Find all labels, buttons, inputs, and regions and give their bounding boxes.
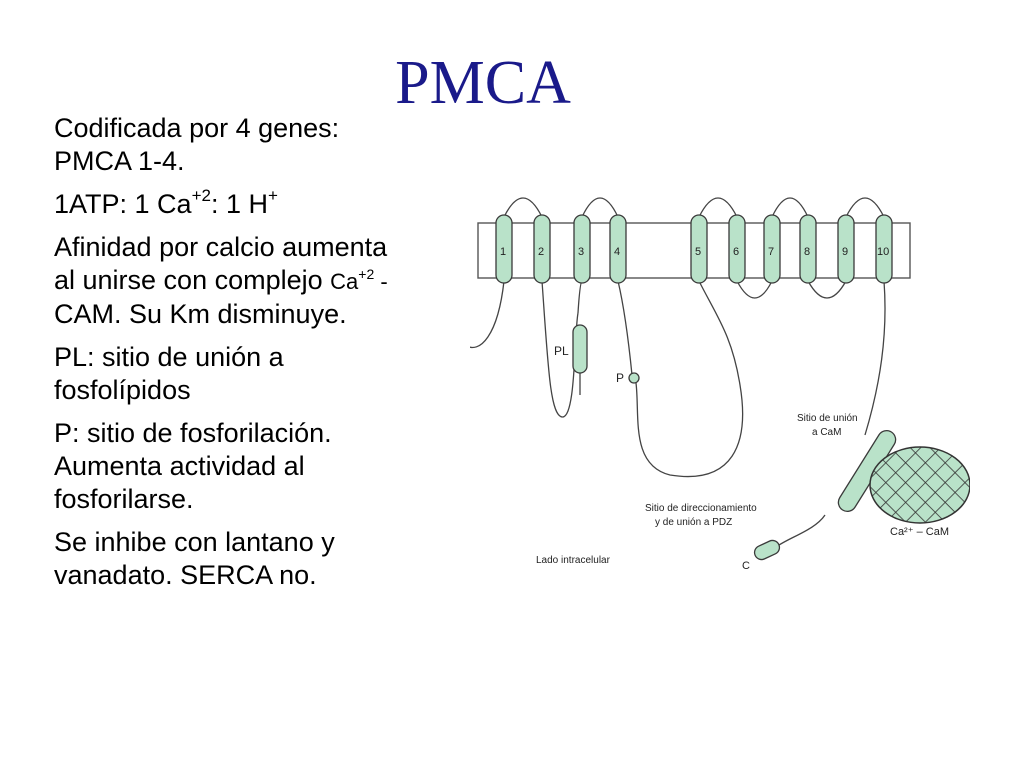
stoich-sup-h: + [267, 186, 278, 205]
tm-segment-2 [533, 214, 551, 284]
c-terminus-label: C [742, 560, 750, 572]
tm-segment-10 [875, 214, 893, 284]
extracellular-loops [503, 197, 885, 218]
pdz-label-2: y de unión a PDZ [655, 517, 732, 528]
ca-sup: +2 [358, 265, 375, 282]
inhibition-line-2: vanadato. SERCA no. [54, 560, 317, 590]
stoich-prefix: 1ATP: 1 Ca [54, 189, 192, 219]
ca-cam-complex [869, 446, 970, 524]
tm-segment-1 [495, 214, 513, 284]
cam-site-label-1: Sitio de unión [797, 413, 858, 424]
tm-segment-4 [609, 214, 627, 284]
tm-segment-5 [690, 214, 708, 284]
tm-label-2: 2 [538, 246, 544, 258]
affinity-line-2: al unirse con complejo Ca+2 - [54, 264, 494, 298]
pl-line-2: fosfolípidos [54, 375, 191, 405]
phosphorylation-site [628, 372, 640, 384]
pl-line-1: PL: sitio de unión a [54, 342, 284, 372]
text-block: Codificada por 4 genes: PMCA 1-4. 1ATP: … [54, 112, 494, 602]
segment-labels: 1 2 3 4 5 6 7 8 9 10 [500, 246, 889, 258]
genes-line-2: PMCA 1-4. [54, 146, 185, 176]
tm-label-6: 6 [733, 246, 739, 258]
tm-label-1: 1 [500, 246, 506, 258]
p-line-1: P: sitio de fosforilación. [54, 418, 332, 448]
ca-cam-label: Ca²⁺ – CaM [890, 526, 949, 538]
paragraph-affinity: Afinidad por calcio aumenta al unirse co… [54, 231, 494, 331]
tm-label-3: 3 [578, 246, 584, 258]
ca-complex-label: Ca+2 - [330, 265, 388, 294]
pmca-diagram-svg: PL P 1 2 3 4 5 6 7 8 9 10 [470, 197, 970, 572]
stoich-sup-ca: +2 [191, 186, 211, 205]
tm-segment-7 [763, 214, 781, 284]
ca-tail: - [374, 269, 388, 294]
pdz-label-1: Sitio de direccionamiento [645, 503, 757, 514]
affinity-line-3: CAM. Su Km disminuye. [54, 299, 347, 329]
ca-text: Ca [330, 269, 359, 294]
p-label: P [616, 371, 624, 385]
pl-helix [572, 324, 588, 374]
transmembrane-segments [495, 214, 893, 284]
stoichiometry-line: 1ATP: 1 Ca+2: 1 H+ [54, 186, 494, 221]
tm-label-8: 8 [804, 246, 810, 258]
tm-label-9: 9 [842, 246, 848, 258]
tm-segment-9 [837, 214, 855, 284]
p-line-3: fosforilarse. [54, 484, 194, 514]
paragraph-inhibition: Se inhibe con lantano y vanadato. SERCA … [54, 526, 494, 592]
p-line-2: Aumenta actividad al [54, 451, 305, 481]
tm-segment-3 [573, 214, 591, 284]
tm-segment-6 [728, 214, 746, 284]
genes-line-1: Codificada por 4 genes: [54, 113, 340, 143]
affinity-line-1: Afinidad por calcio aumenta [54, 232, 388, 262]
slide-title: PMCA [395, 49, 571, 117]
intracellular-label: Lado intracelular [536, 555, 611, 566]
cam-site-label-2: a CaM [812, 427, 841, 438]
tm-label-10: 10 [877, 246, 889, 258]
paragraph-genes: Codificada por 4 genes: PMCA 1-4. [54, 112, 494, 178]
paragraph-p: P: sitio de fosforilación. Aumenta activ… [54, 417, 494, 516]
paragraph-pl: PL: sitio de unión a fosfolípidos [54, 341, 494, 407]
pmca-topology-diagram: PL P 1 2 3 4 5 6 7 8 9 10 [470, 185, 970, 585]
paragraph-stoichiometry: 1ATP: 1 Ca+2: 1 H+ [54, 186, 494, 221]
tm-label-4: 4 [614, 246, 620, 258]
c-terminal-helix [753, 539, 781, 561]
intracellular-chain [470, 280, 886, 548]
tm-segment-8 [799, 214, 817, 284]
pl-label: PL [554, 344, 569, 358]
tm-label-7: 7 [768, 246, 774, 258]
inhibition-line-1: Se inhibe con lantano y [54, 527, 335, 557]
stoich-mid: : 1 H [210, 189, 268, 219]
affinity-line-2-text: al unirse con complejo [54, 265, 331, 295]
tm-label-5: 5 [695, 246, 701, 258]
